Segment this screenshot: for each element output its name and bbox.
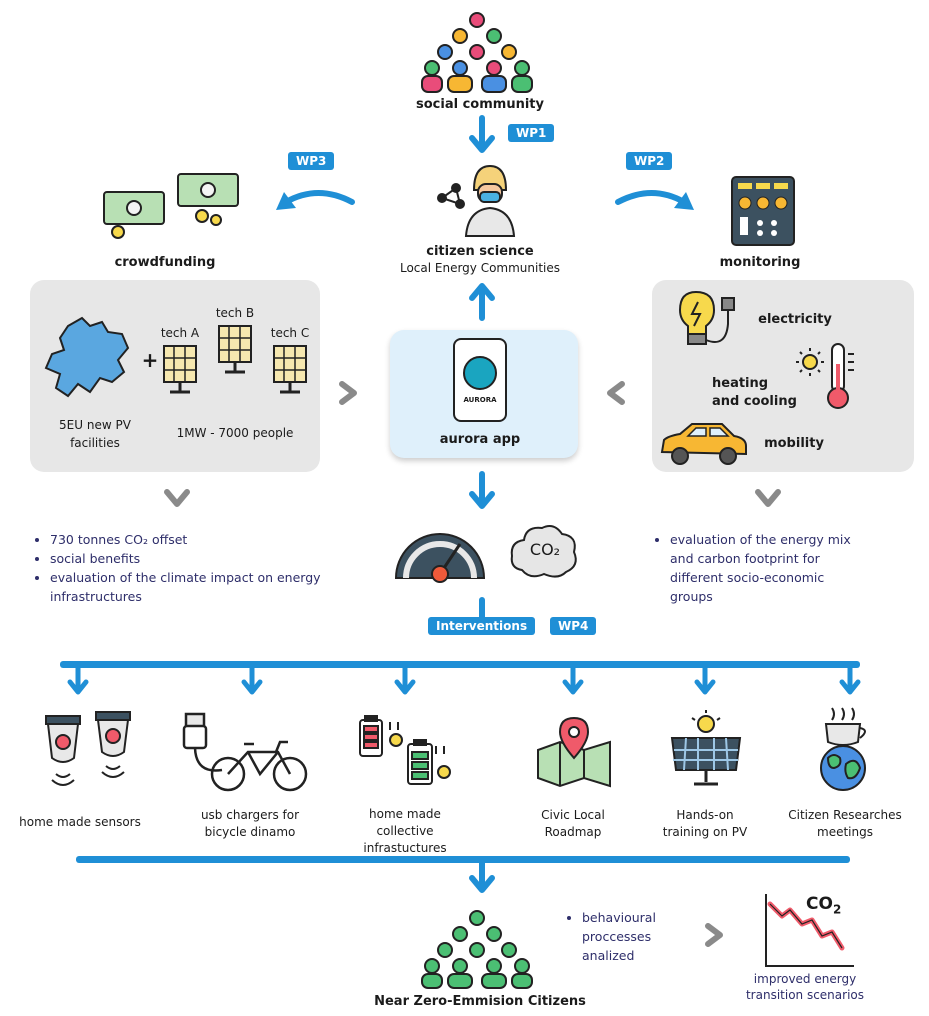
intervention-label-6a: Citizen Researches	[788, 808, 902, 822]
map-pin-icon	[537, 716, 611, 788]
chevron-down-icon	[755, 489, 781, 507]
intervention-label-6b: meetings	[817, 825, 873, 839]
chart-co2-label: CO2	[806, 894, 841, 916]
solar-training-icon	[670, 710, 742, 786]
crowd-icon	[421, 12, 533, 93]
arrow-down-icon	[469, 471, 495, 509]
aurora-app-label: aurora app	[439, 432, 521, 447]
curved-arrow-left-icon	[276, 190, 355, 210]
behav-line3: analized	[582, 948, 635, 963]
intervention-label-3a: home made	[369, 807, 441, 821]
bullet-behavioural: behavioural proccesses analized	[582, 908, 702, 965]
thermometer-sun-icon	[796, 343, 854, 409]
intervention-label-4a: Civic Local	[541, 808, 605, 822]
usb-bicycle-icon	[182, 712, 308, 792]
interventions-tag: Interventions	[428, 617, 536, 635]
light-bulb-icon	[678, 290, 735, 345]
sensors-icon	[45, 711, 131, 786]
phone-icon: AURORA	[453, 338, 507, 422]
chevron-right-icon	[339, 381, 357, 405]
intervention-label-2b: bicycle dinamo	[204, 825, 296, 839]
interventions-bar	[60, 661, 860, 668]
arrow-up-icon	[469, 283, 495, 321]
car-icon	[660, 423, 747, 465]
co2-cloud-text: CO₂	[529, 540, 561, 559]
electricity-label: electricity	[758, 312, 832, 327]
bullet-co2-offset: 730 tonnes CO₂ offset	[50, 530, 340, 549]
left-outcomes-list: 730 tonnes CO₂ offset social benefits ev…	[36, 530, 340, 606]
plus-sign: +	[141, 348, 159, 372]
arrow-down-icon	[469, 859, 495, 893]
chart-co2-text: CO	[806, 894, 833, 914]
intervention-label-4b: Roadmap	[544, 825, 602, 839]
local-energy-communities-label: Local Energy Communities	[399, 261, 561, 275]
crowdfunding-label: crowdfunding	[114, 255, 216, 270]
social-community-label: social community	[416, 97, 544, 112]
co2-decline-chart-icon	[765, 894, 854, 967]
scientist-icon	[437, 164, 516, 237]
behav-line2: proccesses	[582, 929, 652, 944]
intervention-label-5a: Hands-on	[676, 808, 734, 822]
globe-coffee-icon	[820, 707, 866, 791]
control-panel-icon	[731, 176, 795, 246]
chevron-left-icon	[607, 381, 625, 405]
wp3-tag: WP3	[288, 152, 335, 170]
right-outcomes-list: evaluation of the energy mix and carbon …	[656, 530, 870, 606]
bottom-bar	[76, 856, 850, 863]
co2-cloud-icon	[510, 525, 577, 578]
mobility-label: mobility	[764, 436, 824, 451]
chart-co2-sub: 2	[832, 902, 842, 917]
heating-line1: heating	[712, 376, 769, 391]
tech-a-label: tech A	[160, 326, 200, 340]
intervention-label-5b: training on PV	[662, 825, 748, 839]
tech-b-label: tech B	[215, 306, 255, 320]
solar-panel-c-icon	[273, 345, 307, 394]
scenario-line1: improved energy	[753, 972, 857, 986]
curved-arrow-right-icon	[615, 190, 694, 210]
intervention-label-2a: usb chargers for	[200, 808, 300, 822]
green-crowd-icon	[421, 910, 533, 989]
gauge-icon	[394, 533, 486, 583]
intervention-label-1: home made sensors	[19, 815, 141, 829]
money-icon	[103, 173, 239, 239]
europe-map-icon	[44, 316, 130, 398]
heating-line2: and cooling	[712, 394, 797, 409]
scenario-line2: transition scenarios	[745, 988, 865, 1002]
capacity-label: 1MW - 7000 people	[176, 426, 294, 440]
bullet-social-benefits: social benefits	[50, 549, 340, 568]
near-zero-citizens-label: Near Zero-Emmision Citizens	[374, 994, 586, 1009]
wp1-tag: WP1	[508, 124, 555, 142]
wp2-tag: WP2	[626, 152, 673, 170]
citizen-science-label: citizen science	[426, 244, 534, 259]
interventions-arrows	[67, 663, 861, 695]
chevron-down-icon	[164, 489, 190, 507]
tech-c-label: tech C	[270, 326, 310, 340]
behav-line1: behavioural	[582, 910, 656, 925]
batteries-icon	[359, 715, 451, 785]
solar-panel-b-icon	[218, 325, 252, 374]
intervention-label-3c: infrastuctures	[363, 841, 447, 855]
monitoring-label: monitoring	[719, 255, 801, 270]
arrow-down-icon	[469, 115, 495, 153]
facilities-line2: facilities	[70, 436, 120, 450]
bullet-energy-mix: evaluation of the energy mix and carbon …	[670, 530, 870, 606]
intervention-label-3b: collective	[376, 824, 434, 838]
solar-panel-a-icon	[163, 345, 197, 394]
phone-brand-text: AURORA	[463, 396, 497, 404]
bullet-climate-impact: evaluation of the climate impact on ener…	[50, 568, 340, 606]
facilities-line1: 5EU new PV	[59, 418, 131, 432]
behaviour-list: behavioural proccesses analized	[568, 908, 702, 965]
wp4-tag: WP4	[550, 617, 597, 635]
chevron-right-icon	[705, 923, 723, 947]
